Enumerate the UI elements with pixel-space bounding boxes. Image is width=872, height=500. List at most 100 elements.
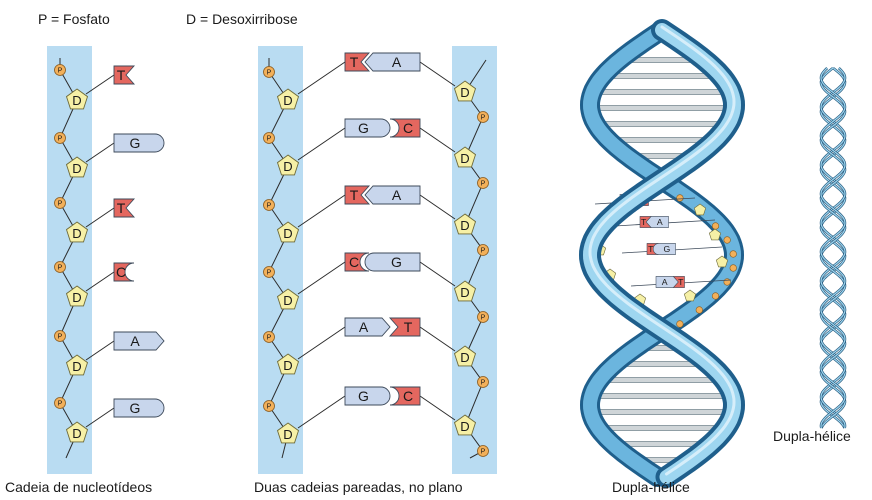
base-link <box>298 62 345 94</box>
phosphate-icon <box>724 279 731 286</box>
base-pair-rung <box>600 378 725 383</box>
base-letter: C <box>403 388 413 404</box>
phosphate-label: P <box>58 136 63 143</box>
sugar-label: D <box>72 226 81 241</box>
sugar-label: D <box>283 93 292 108</box>
phosphate-icon <box>730 251 737 258</box>
base-letter: A <box>657 217 663 227</box>
sugar-label: D <box>283 226 292 241</box>
sugar-label: D <box>460 85 469 100</box>
base-link <box>420 396 455 420</box>
base-letter: G <box>358 388 369 404</box>
phosphate-icon <box>724 237 731 244</box>
phosphate-icon <box>712 223 719 230</box>
sugar-label: D <box>283 159 292 174</box>
sugar-label: D <box>283 427 292 442</box>
sugar-label: D <box>460 350 469 365</box>
phosphate-label: P <box>481 248 486 255</box>
small-helix-section <box>821 68 845 428</box>
base-letter: T <box>117 200 126 216</box>
base-link <box>298 327 345 359</box>
sugar-label: D <box>72 290 81 305</box>
sugar-label: D <box>72 161 81 176</box>
base-pair-rung <box>593 90 732 95</box>
base-link <box>420 128 455 152</box>
phosphate-icon <box>677 195 684 202</box>
base-letter: C <box>403 120 413 136</box>
base-letter: A <box>392 54 402 70</box>
base-letter: G <box>358 120 369 136</box>
base-pair-rung <box>598 426 726 431</box>
phosphate-label: P <box>267 335 272 342</box>
caption-single-chain: Cadeia de nucleotídeos <box>5 479 152 495</box>
phosphate-icon <box>677 321 684 328</box>
phosphate-label: P <box>267 270 272 277</box>
phosphate-icon <box>730 265 737 272</box>
base-link <box>420 62 455 86</box>
caption-paired-chains: Duas cadeias pareadas, no plano <box>254 479 463 495</box>
double-helix-section: GCTATGAT <box>587 27 736 477</box>
sugar-label: D <box>460 151 469 166</box>
base-pair-rung <box>596 122 729 127</box>
sugar-label: D <box>72 93 81 108</box>
sugar-label: D <box>460 419 469 434</box>
phosphate-label: P <box>58 201 63 208</box>
sugar-label: D <box>283 293 292 308</box>
base-letter: A <box>392 187 402 203</box>
base-link <box>420 195 455 219</box>
sugar-label: D <box>460 285 469 300</box>
base-letter: C <box>349 254 359 270</box>
phosphate-label: P <box>481 315 486 322</box>
sugar-label: D <box>283 358 292 373</box>
base-link <box>420 262 455 286</box>
base-letter: T <box>350 54 359 70</box>
phosphate-label: P <box>267 203 272 210</box>
base-letter: G <box>663 244 670 254</box>
base-pair-rung <box>591 410 733 415</box>
phosphate-label: P <box>481 181 486 188</box>
phosphate-label: P <box>267 404 272 411</box>
base-link <box>420 327 455 351</box>
phosphate-label: P <box>58 68 63 75</box>
legend-deoxyribose: D = Desoxirribose <box>186 11 298 27</box>
sugar-label: D <box>72 359 81 374</box>
base-letter: G <box>391 254 402 270</box>
phosphate-label: P <box>58 334 63 341</box>
legend-phosphate: P = Fosfato <box>38 11 110 27</box>
base-link <box>298 262 345 294</box>
helix-base-pair: AT <box>656 276 685 287</box>
caption-double-helix: Dupla-hélice <box>612 479 690 495</box>
base-letter: T <box>678 277 684 287</box>
sugar-label: D <box>460 218 469 233</box>
base-link <box>298 195 345 227</box>
base-letter: A <box>359 319 369 335</box>
base-letter: T <box>117 67 126 83</box>
base-letter: G <box>130 400 141 416</box>
base-letter: A <box>662 277 668 287</box>
base-pair-rung <box>603 74 721 79</box>
base-link <box>298 396 345 428</box>
phosphate-label: P <box>481 115 486 122</box>
phosphate-icon <box>712 293 719 300</box>
base-letter: T <box>404 319 413 335</box>
phosphate-icon <box>696 307 703 314</box>
base-pair-rung <box>590 106 734 111</box>
base-letter: T <box>350 187 359 203</box>
phosphate-label: P <box>58 265 63 272</box>
phosphate-label: P <box>267 136 272 143</box>
backbone-band-left <box>47 46 92 474</box>
base-letter: A <box>130 333 140 349</box>
phosphate-label: P <box>481 449 486 456</box>
caption-small-helix: Dupla-hélice <box>773 428 851 444</box>
base-letter: C <box>116 264 126 280</box>
base-link <box>298 128 345 160</box>
phosphate-label: P <box>58 401 63 408</box>
phosphate-label: P <box>481 380 486 387</box>
sugar-label: D <box>72 426 81 441</box>
base-letter: G <box>130 135 141 151</box>
sugar-icon <box>684 290 695 301</box>
